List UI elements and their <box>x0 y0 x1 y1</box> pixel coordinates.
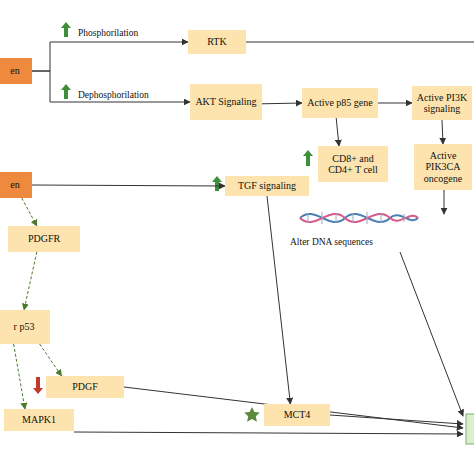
connector-arrow <box>32 71 190 102</box>
node-text: PDGFR <box>28 233 60 245</box>
source-box: en <box>0 58 32 84</box>
node-text: en <box>10 179 19 191</box>
dna-output-arrow <box>400 252 463 416</box>
process-box: Active p85 gene <box>302 88 378 118</box>
process-box: TGF signaling <box>225 176 309 196</box>
source-box: en <box>0 172 32 198</box>
node-text: AKT Signaling <box>195 96 256 108</box>
process-box: CD8+ and CD4+ T cell <box>318 146 388 182</box>
process-box: Active PIK3CA oncogene <box>414 144 472 190</box>
up-arrow-icon <box>61 22 313 191</box>
node-text: MAPK1 <box>22 414 56 426</box>
node-text: TGF signaling <box>238 180 296 192</box>
oncogene-arrow <box>444 190 445 214</box>
connector-arrow <box>24 252 37 310</box>
connector-arrow <box>14 344 25 409</box>
node-text: RTK <box>207 36 226 48</box>
node-text: Active p85 gene <box>307 97 373 109</box>
connector-arrow <box>32 185 225 186</box>
connector-arrow <box>336 118 339 146</box>
pdgf-output-arrow <box>124 387 463 428</box>
node-text: PDGF <box>72 381 98 393</box>
node-text: en <box>10 65 19 77</box>
mct4-output-arrow <box>330 415 463 424</box>
node-text: Active PI3K signaling <box>415 92 469 115</box>
node-text: r p53 <box>14 321 35 333</box>
star-icon <box>244 407 260 422</box>
cropped-target-box <box>466 414 474 444</box>
connector-arrow <box>267 196 290 404</box>
edge-label: Dephosphorilation <box>78 90 149 100</box>
connector-arrow <box>378 103 412 104</box>
process-box: RTK <box>188 30 246 54</box>
node-text: CD8+ and CD4+ T cell <box>321 153 385 176</box>
process-box: PDGFR <box>8 226 80 252</box>
connector-arrow <box>32 42 188 71</box>
annotation-label: Alter DNA sequences <box>290 237 373 247</box>
process-box: r p53 <box>0 310 50 344</box>
dna-helix <box>300 212 418 224</box>
connector-arrow <box>442 120 443 144</box>
process-box: AKT Signaling <box>190 84 262 120</box>
mapk1-output-arrow <box>74 432 463 434</box>
process-box: PDGF <box>46 376 124 398</box>
connector-arrow <box>40 344 62 376</box>
connector-arrow <box>22 198 37 226</box>
process-box: Active PI3K signaling <box>412 86 472 120</box>
node-text: Active PIK3CA oncogene <box>417 150 469 185</box>
node-text: MCT4 <box>284 409 311 421</box>
connector-arrow <box>262 103 302 105</box>
edge-label: Phosphorilation <box>78 28 138 38</box>
rtk-output-line <box>246 42 474 43</box>
process-box: MCT4 <box>264 404 330 426</box>
process-box: MAPK1 <box>4 409 74 431</box>
